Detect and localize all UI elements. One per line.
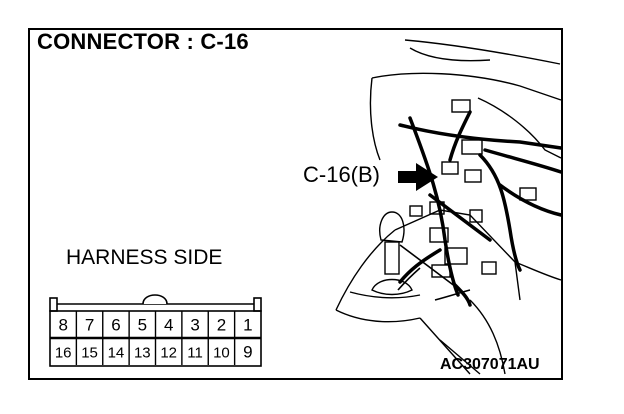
callout-arrow <box>398 163 438 191</box>
pin-12: 12 <box>160 345 177 362</box>
harness-side-label: HARNESS SIDE <box>66 246 223 269</box>
pin-5: 5 <box>138 316 147 335</box>
pin-13: 13 <box>134 345 151 362</box>
pin-8: 8 <box>58 316 67 335</box>
pin-2: 2 <box>217 316 226 335</box>
pin-1: 1 <box>243 316 252 335</box>
wire-thin <box>397 244 471 301</box>
pin-3: 3 <box>190 316 199 335</box>
connector-title: CONNECTOR : C-16 <box>37 29 249 54</box>
pin-4: 4 <box>164 316 173 335</box>
pin-11: 11 <box>187 345 203 362</box>
pin-14: 14 <box>108 345 125 362</box>
wire-harness <box>398 110 563 307</box>
pin-7: 7 <box>85 316 94 335</box>
pin-9: 9 <box>243 343 252 362</box>
pin-15: 15 <box>81 345 98 362</box>
connector-callout-label: C-16(B) <box>303 162 381 187</box>
diagram-frame <box>28 28 563 380</box>
pin-6: 6 <box>111 316 120 335</box>
pin-16: 16 <box>55 345 72 362</box>
console-illustration <box>335 39 562 375</box>
pin-10: 10 <box>213 345 230 362</box>
